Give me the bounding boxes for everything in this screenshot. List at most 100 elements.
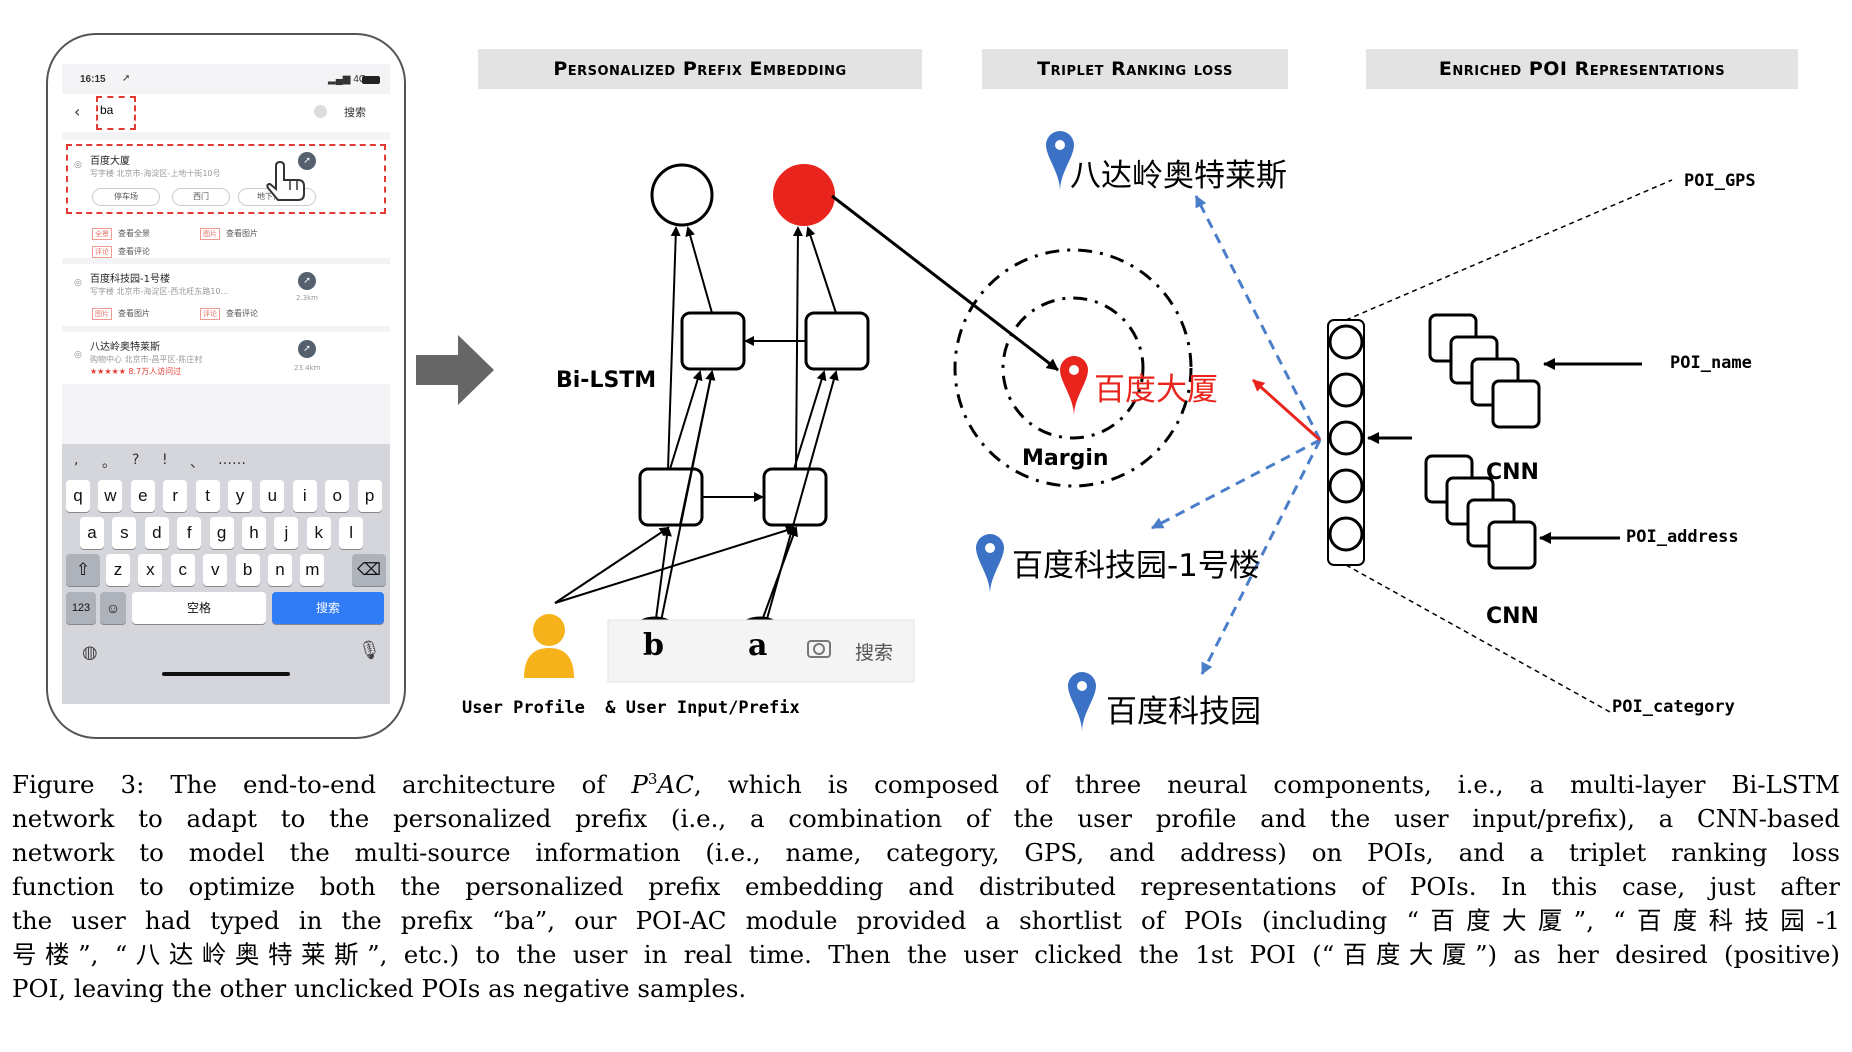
architecture-diagram xyxy=(524,131,1673,732)
search-button[interactable]: 搜索 xyxy=(344,106,366,119)
navigate-icon[interactable]: ➚ xyxy=(298,152,316,170)
punctuation-key[interactable]: , xyxy=(74,452,79,468)
camera-icon xyxy=(807,640,831,658)
key-j[interactable]: j xyxy=(274,517,299,549)
positive-arrow xyxy=(1251,378,1322,442)
section-header-enriched: Enriched POI Representations xyxy=(1366,49,1798,89)
link-label[interactable]: 查看评论 xyxy=(226,309,258,318)
status-time: 16:15 xyxy=(80,74,106,85)
poi-gps-label: POI_GPS xyxy=(1684,171,1756,191)
result-subtitle: 写字楼 北京市-海淀区-上地十街10号 xyxy=(90,169,221,178)
key-s[interactable]: s xyxy=(112,517,137,549)
section-header-prefix: Personalized Prefix Embedding xyxy=(478,49,922,89)
bilstm-label: Bi-LSTM xyxy=(556,368,657,393)
poi-label-anchor: 百度大厦 xyxy=(1094,372,1218,408)
key-m[interactable]: m xyxy=(300,554,325,586)
poi-category-label: POI_category xyxy=(1612,697,1735,717)
poi-label-negative-1: 百度科技园-1号楼 xyxy=(1012,548,1260,584)
user-profile-icon xyxy=(524,614,574,678)
cnn-stack-1 xyxy=(1428,313,1541,429)
key-g[interactable]: g xyxy=(209,517,234,549)
location-pin-icon: ◎ xyxy=(74,350,82,360)
punctuation-key[interactable]: …… xyxy=(218,452,246,468)
rating: ★★★★★ 8.7万人访问过 xyxy=(90,367,182,376)
clear-icon[interactable] xyxy=(314,105,327,118)
key-w[interactable]: w xyxy=(98,480,123,512)
key-h[interactable]: h xyxy=(242,517,266,549)
section-header-triplet: Triplet Ranking loss xyxy=(982,49,1288,89)
poi-label-negative-2: 百度科技园 xyxy=(1106,694,1261,730)
punctuation-key[interactable]: ? xyxy=(132,452,140,468)
emoji-key[interactable]: ☺ xyxy=(100,592,126,624)
result-item-1[interactable]: ◎ 百度大厦 写字楼 北京市-海淀区-上地十街10号 停车场 西门 地下停车场 … xyxy=(62,140,390,258)
output-node-white xyxy=(650,163,714,227)
key-i[interactable]: i xyxy=(292,480,317,512)
result-item-2[interactable]: ◎ 百度科技园-1号楼 写字楼 北京市-海淀区-西北旺东路10... ➚ 2.3… xyxy=(62,264,390,326)
key-a[interactable]: a xyxy=(80,517,104,549)
result-title: 百度大厦 xyxy=(90,156,130,167)
outer-margin-circle xyxy=(953,248,1193,488)
key-d[interactable]: d xyxy=(144,517,169,549)
key-b[interactable]: b xyxy=(235,554,260,586)
anchor-arrow xyxy=(831,194,1059,372)
phone-screen: 16:15 ➚ ▂▄▆ 4G ‹ ba 搜索 ◎ 百度大厦 写字楼 北京市-海淀… xyxy=(62,64,390,704)
key-u[interactable]: u xyxy=(260,480,285,512)
search-input[interactable]: ba xyxy=(100,103,114,117)
input-b-label: b xyxy=(643,628,664,663)
home-indicator xyxy=(162,672,290,676)
shift-key[interactable]: ⇧ xyxy=(66,554,100,586)
link-label[interactable]: 查看全景 xyxy=(118,229,150,238)
globe-icon[interactable]: ◍ xyxy=(82,642,98,663)
punctuation-key[interactable]: ! xyxy=(162,452,168,468)
link-tag: 图片 xyxy=(200,228,220,240)
back-icon[interactable]: ‹ xyxy=(74,102,81,121)
key-o[interactable]: o xyxy=(325,480,350,512)
navigate-icon[interactable]: ➚ xyxy=(298,272,316,290)
key-t[interactable]: t xyxy=(195,480,220,512)
punctuation-key[interactable]: 。 xyxy=(102,455,116,471)
link-tag: 评论 xyxy=(200,308,220,320)
key-z[interactable]: z xyxy=(106,554,130,586)
key-l[interactable]: l xyxy=(339,517,364,549)
figure-caption: Figure 3: The end-to-end architecture of… xyxy=(12,762,1840,1006)
link-label[interactable]: 查看图片 xyxy=(226,229,258,238)
cnn-stack-2 xyxy=(1424,454,1537,570)
key-e[interactable]: e xyxy=(130,480,155,512)
link-tag: 图片 xyxy=(92,308,112,320)
key-x[interactable]: x xyxy=(138,554,163,586)
key-q[interactable]: q xyxy=(66,480,90,512)
tag-pill[interactable]: 停车场 xyxy=(92,188,160,206)
numbers-key[interactable]: 123 xyxy=(66,592,96,624)
delete-key[interactable]: ⌫ xyxy=(352,554,386,586)
poi-address-label: POI_address xyxy=(1626,527,1739,547)
caption-line: POI, leaving the other unclicked POIs as… xyxy=(12,974,747,1004)
key-p[interactable]: p xyxy=(357,480,382,512)
key-c[interactable]: c xyxy=(170,554,195,586)
key-v[interactable]: v xyxy=(203,554,228,586)
location-pin-icon: ◎ xyxy=(74,278,82,288)
key-n[interactable]: n xyxy=(268,554,292,586)
search-key[interactable]: 搜索 xyxy=(272,592,384,624)
key-k[interactable]: k xyxy=(306,517,331,549)
key-f[interactable]: f xyxy=(177,517,202,549)
distance: 2.3km xyxy=(296,294,319,302)
prefix-highlight xyxy=(96,96,136,130)
punctuation-key[interactable]: 、 xyxy=(190,455,204,471)
key-y[interactable]: y xyxy=(228,480,252,512)
result-item-3[interactable]: ◎ 八达岭奥特莱斯 购物中心 北京市-昌平区-陈庄村 ★★★★★ 8.7万人访问… xyxy=(62,332,390,384)
cnn-label-1: CNN xyxy=(1486,460,1539,485)
lstm-cell-top-right xyxy=(804,311,870,371)
navigate-icon[interactable]: ➚ xyxy=(298,340,316,358)
key-r[interactable]: r xyxy=(163,480,188,512)
search-bar: ‹ ba 搜索 xyxy=(62,94,390,132)
space-key[interactable]: 空格 xyxy=(132,592,266,624)
link-label[interactable]: 查看图片 xyxy=(118,309,150,318)
microphone-icon[interactable]: 🎙 xyxy=(358,640,381,661)
link-label[interactable]: 查看评论 xyxy=(118,247,150,256)
tag-pill[interactable]: 西门 xyxy=(172,188,230,206)
lstm-cell-top-left xyxy=(680,311,746,371)
inner-margin-circle xyxy=(1001,296,1145,440)
location-pin-icon xyxy=(1068,672,1096,732)
status-signal: ▂▄▆ 4G xyxy=(328,74,367,85)
battery-icon xyxy=(362,76,380,84)
